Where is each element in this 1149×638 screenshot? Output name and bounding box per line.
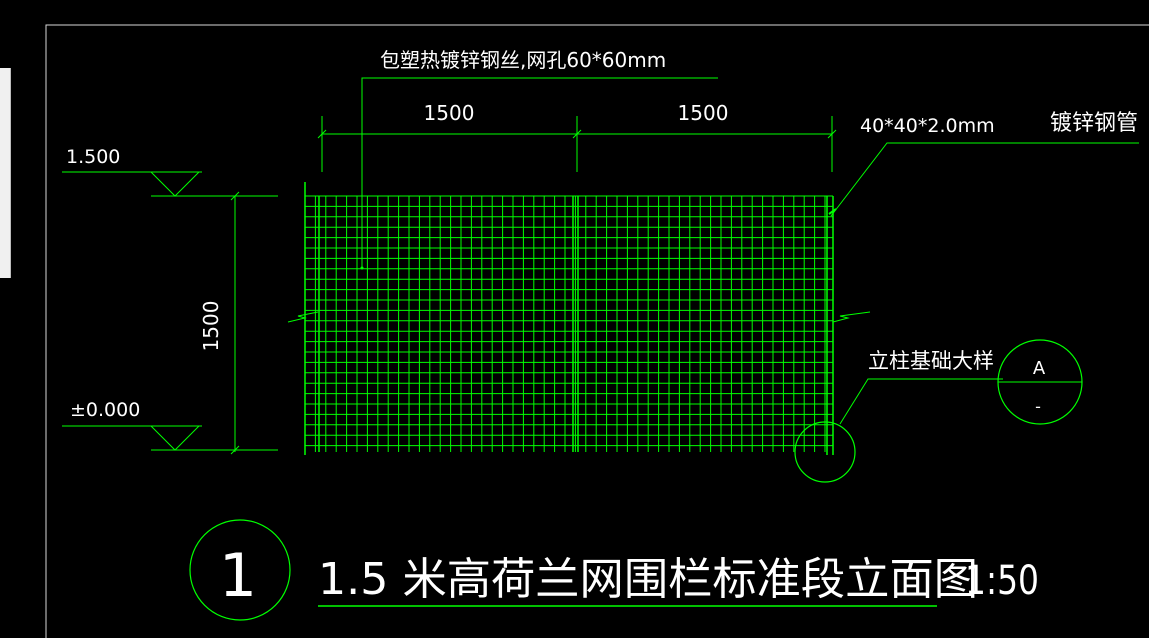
pipe-size: 40*40*2.0mm bbox=[860, 115, 995, 137]
side-panel-tab[interactable] bbox=[0, 68, 11, 278]
top-dimension bbox=[317, 116, 837, 172]
dim-left-span: 1500 bbox=[424, 101, 475, 125]
mesh-note: 包塑热镀锌钢丝,网孔60*60mm bbox=[380, 48, 666, 72]
mesh-note-leader-dot bbox=[360, 266, 364, 270]
elevation-bottom-label: ±0.000 bbox=[70, 399, 140, 421]
dim-right-span: 1500 bbox=[678, 101, 729, 125]
elevation-top-label: 1.500 bbox=[66, 146, 120, 168]
break-symbol-left bbox=[287, 311, 319, 323]
title-number-circle bbox=[189, 519, 291, 621]
detail-id: A bbox=[1033, 358, 1046, 379]
dim-height: 1500 bbox=[199, 301, 223, 352]
title-number: 1 bbox=[219, 541, 257, 611]
pipe-name: 镀锌钢管 bbox=[1050, 111, 1138, 136]
pipe-note-leader bbox=[830, 142, 1139, 217]
elevation-marker-top bbox=[62, 171, 278, 197]
pipe-leader-arrow bbox=[828, 208, 837, 215]
height-dimension bbox=[230, 191, 240, 455]
mesh-note-leader bbox=[361, 77, 718, 268]
foundation-label: 立柱基础大样 bbox=[868, 349, 994, 373]
drawing-scale: 1:50 bbox=[965, 558, 1039, 604]
break-symbol-right bbox=[832, 311, 871, 323]
foundation-detail-circle bbox=[794, 421, 856, 483]
detail-sheet: - bbox=[1035, 397, 1041, 416]
foundation-leader bbox=[839, 378, 1003, 425]
drawing-frame bbox=[45, 24, 1149, 638]
drawing-title: 1.5 米高荷兰网围栏标准段立面图 bbox=[318, 554, 978, 605]
wire-mesh-panel bbox=[304, 195, 833, 452]
elevation-marker-bottom bbox=[62, 425, 278, 451]
